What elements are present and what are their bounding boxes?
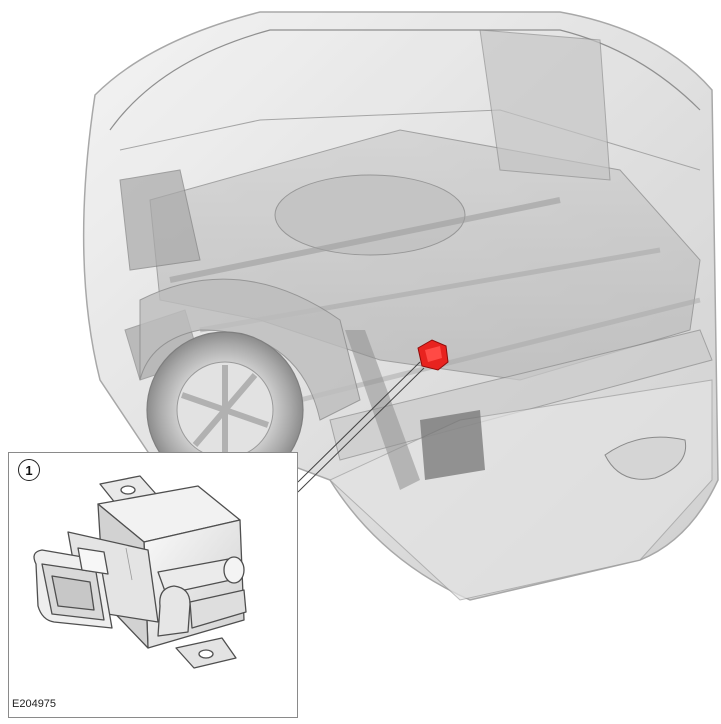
callout-number-badge: 1 [18,459,40,481]
module-location-highlight [417,339,449,371]
figure-id-label: E204975 [12,698,57,710]
rear-wheel [139,278,361,489]
callout-leader-line [297,361,425,493]
c-pillar-strip [345,330,420,490]
module-component-illustration [33,475,247,669]
